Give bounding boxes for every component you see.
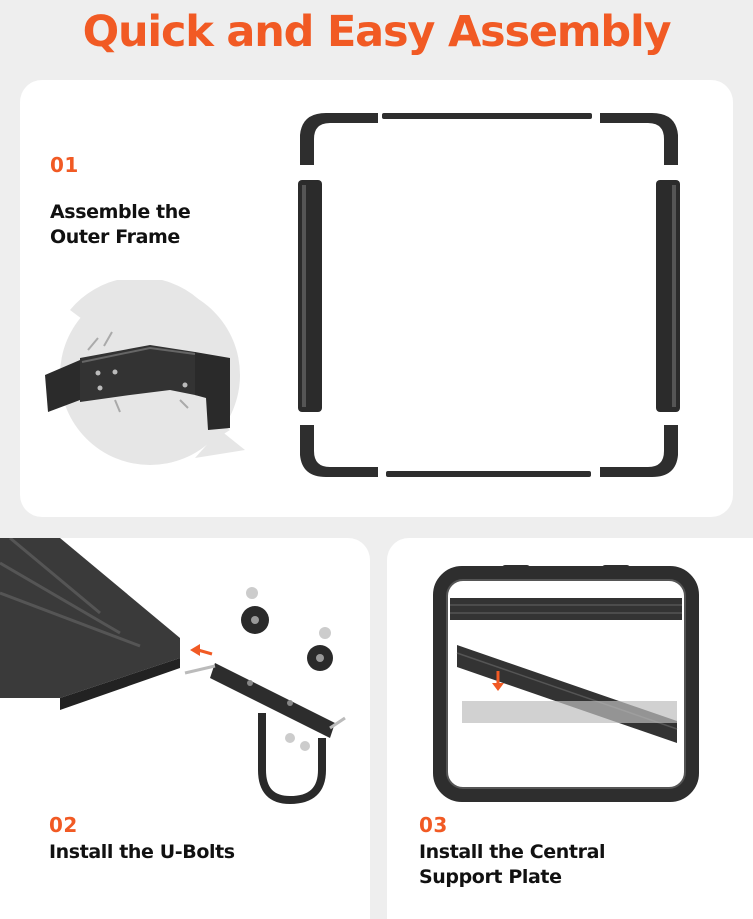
- central-support-plate-image: [433, 565, 699, 802]
- step-card-1: 01 Assemble the Outer Frame: [20, 80, 733, 517]
- step-title: Install the Central Support Plate: [419, 840, 606, 890]
- step-number: 03: [419, 813, 448, 837]
- step-title-line: Assemble the: [50, 201, 191, 223]
- step-title-line: Outer Frame: [50, 226, 180, 248]
- step-title: Assemble the Outer Frame: [50, 200, 191, 250]
- corner-joint-closeup-image: [45, 280, 245, 465]
- step-number: 02: [49, 813, 78, 837]
- step-title: Install the U-Bolts: [49, 840, 235, 865]
- frame-exploded-parts-image: [298, 113, 680, 477]
- page-title: Quick and Easy Assembly: [82, 7, 672, 57]
- step-title-line: Support Plate: [419, 866, 562, 888]
- u-bolt-mounting-hardware-image: [0, 538, 346, 805]
- step-card-2: 02 Install the U-Bolts: [0, 538, 370, 919]
- step-title-line: Install the Central: [419, 841, 606, 863]
- step-title-line: Install the U-Bolts: [49, 841, 235, 863]
- step-card-3: 03 Install the Central Support Plate: [387, 538, 753, 919]
- step-number: 01: [50, 153, 79, 177]
